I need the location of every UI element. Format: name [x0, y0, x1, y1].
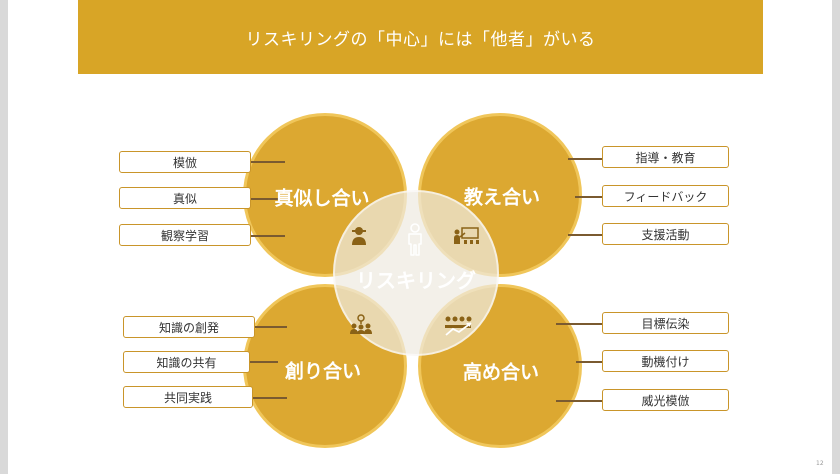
connector-line — [253, 397, 287, 399]
title-bar: リスキリングの「中心」には「他者」がいる — [78, 0, 763, 74]
page-number: 12 — [816, 460, 824, 467]
item-box-elevate-3: 威光模倣 — [602, 389, 729, 411]
connector-line — [251, 198, 279, 200]
teaching-icon — [454, 227, 479, 244]
quadrant-label-teach: 教え合い — [463, 186, 541, 209]
item-box-elevate-2: 動機付け — [602, 350, 729, 372]
connector-line — [255, 326, 287, 328]
connector-line — [575, 196, 602, 198]
person-icon — [408, 223, 422, 256]
connector-line — [568, 158, 602, 160]
quadrant-label-mimic: 真似し合い — [274, 187, 370, 210]
team-idea-icon — [350, 314, 372, 334]
quadrant-label-create: 創り合い — [284, 360, 362, 383]
item-box-elevate-1: 目標伝染 — [602, 312, 729, 334]
person-at-computer-icon — [352, 227, 366, 245]
item-box-mimic-3: 観察学習 — [119, 224, 251, 246]
item-box-mimic-2: 真似 — [119, 187, 251, 209]
quadrant-label-elevate: 高め合い — [462, 361, 540, 384]
connector-line — [251, 161, 285, 163]
item-box-create-2: 知識の共有 — [123, 351, 250, 373]
connector-line — [556, 323, 602, 325]
connector-line — [251, 235, 285, 237]
item-box-mimic-1: 模倣 — [119, 151, 251, 173]
item-box-teach-2: フィードバック — [602, 185, 729, 207]
connector-line — [568, 234, 602, 236]
connector-line — [576, 361, 602, 363]
connector-line — [250, 361, 278, 363]
team-growth-icon — [445, 316, 472, 336]
item-box-create-1: 知識の創発 — [123, 316, 255, 338]
connector-line — [556, 400, 602, 402]
item-box-teach-3: 支援活動 — [602, 223, 729, 245]
item-box-teach-1: 指導・教育 — [602, 146, 729, 168]
item-box-create-3: 共同実践 — [123, 386, 253, 408]
center-label: リスキリング — [356, 268, 476, 293]
page-title: リスキリングの「中心」には「他者」がいる — [245, 29, 596, 50]
